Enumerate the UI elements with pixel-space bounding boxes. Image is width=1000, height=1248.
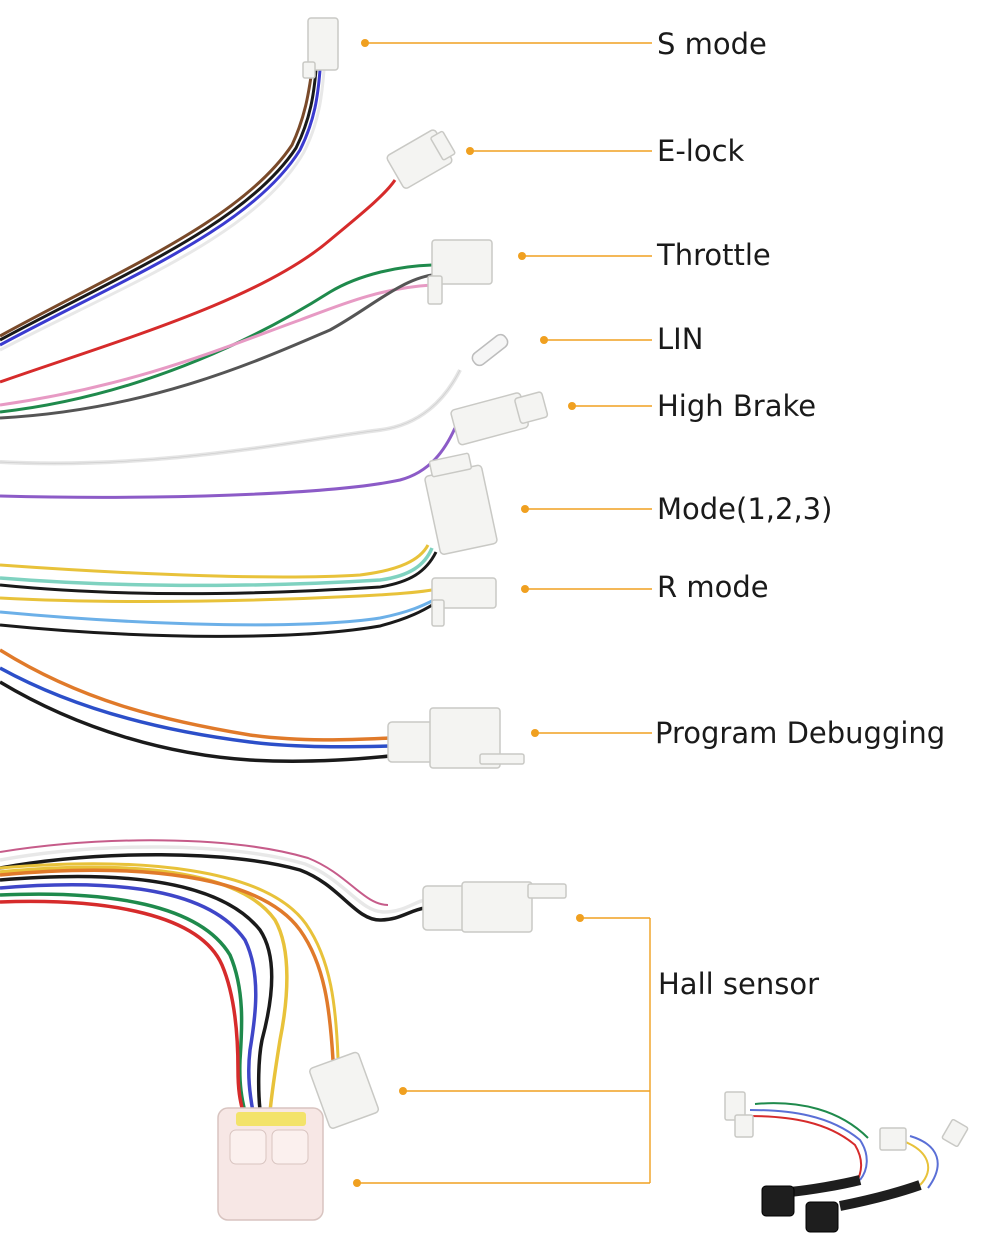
label-program-debugging: Program Debugging	[655, 716, 946, 750]
label-mode-123: Mode(1,2,3)	[657, 492, 833, 526]
label-hall-sensor: Hall sensor	[658, 967, 820, 1001]
throttle-connector	[427, 239, 493, 305]
e-lock-connector	[386, 129, 456, 189]
hall-sensor-wires	[0, 839, 426, 1113]
throttle-wires	[0, 263, 433, 420]
mode-wires	[0, 544, 438, 638]
label-throttle: Throttle	[657, 238, 771, 272]
label-s-mode: S mode	[657, 27, 767, 61]
label-r-mode: R mode	[657, 570, 769, 604]
hall-sensor-connector-small	[309, 1051, 380, 1129]
hall-sensor-connector-top	[422, 881, 567, 933]
hall-sensor-connector-large	[217, 1107, 324, 1221]
mode-123-connector	[424, 452, 498, 555]
program-debugging-wires	[0, 648, 391, 763]
high-brake-wire	[0, 427, 457, 499]
lin-terminal	[471, 333, 509, 367]
label-lin: LIN	[657, 322, 704, 356]
leader-lines	[353, 39, 652, 1187]
lin-wire	[0, 369, 462, 466]
label-high-brake: High Brake	[657, 389, 817, 423]
program-debugging-connector	[387, 707, 525, 769]
e-lock-wire	[0, 179, 397, 384]
s-mode-connector	[302, 17, 339, 79]
high-brake-connector	[450, 391, 549, 446]
s-mode-wires	[0, 69, 326, 352]
hall-sensor-thumbnail	[724, 1091, 969, 1233]
r-mode-connector	[431, 577, 497, 627]
label-e-lock: E-lock	[657, 134, 745, 168]
